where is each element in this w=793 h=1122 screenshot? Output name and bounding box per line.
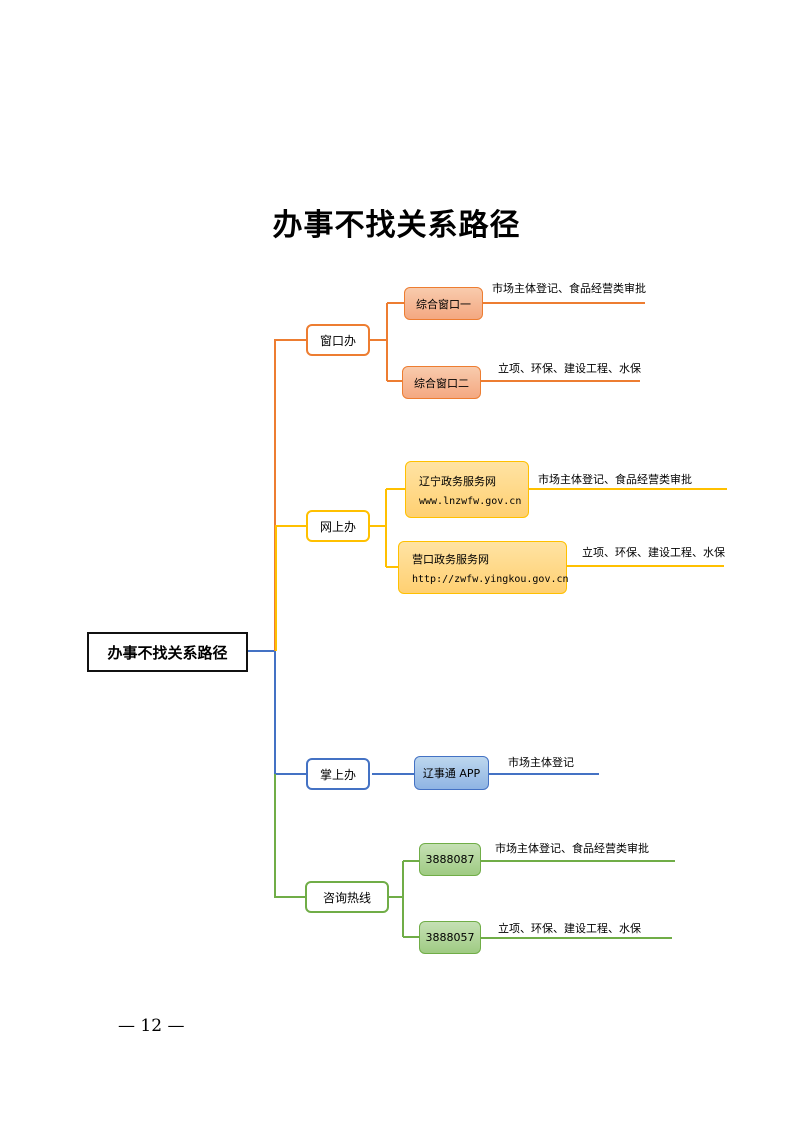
connector-online-split xyxy=(370,488,406,568)
online-node-1: 辽宁政务服务网 www.lnzwfw.gov.cn xyxy=(405,461,529,518)
hotline-node-1: 3888087 xyxy=(419,843,481,876)
branch-mobile-label: 掌上办 xyxy=(319,767,356,782)
connector-window-trunk xyxy=(274,339,306,651)
mobile-leaf-1: 市场主体登记 xyxy=(508,756,574,769)
branch-window: 窗口办 xyxy=(306,324,370,356)
connector-online-trunk xyxy=(275,525,306,651)
branch-hotline-label: 咨询热线 xyxy=(322,890,371,905)
page-number: — 12 — xyxy=(118,1016,185,1036)
window-node-1: 综合窗口一 xyxy=(404,287,483,320)
online-leaf-1: 市场主体登记、食品经营类审批 xyxy=(538,473,692,486)
branch-hotline: 咨询热线 xyxy=(305,881,389,913)
branch-online-label: 网上办 xyxy=(319,519,356,534)
window-leaf-2: 立项、环保、建设工程、水保 xyxy=(498,362,641,375)
online-node-2-label: 营口政务服务网 xyxy=(412,552,489,566)
connector-mobile-trunk xyxy=(274,651,306,775)
mobile-node-1: 辽事通 APP xyxy=(414,756,489,790)
online-node-1-label: 辽宁政务服务网 xyxy=(419,474,496,488)
branch-mobile: 掌上办 xyxy=(306,758,370,790)
window-node-1-label: 综合窗口一 xyxy=(416,297,471,311)
online-node-1-url: www.lnzwfw.gov.cn xyxy=(419,495,522,507)
connector-hotline-trunk xyxy=(274,774,306,898)
window-leaf-1: 市场主体登记、食品经营类审批 xyxy=(492,282,646,295)
hotline-node-2-label: 3888057 xyxy=(425,931,475,944)
root-node: 办事不找关系路径 xyxy=(87,632,248,672)
connector-hotline-split xyxy=(388,860,419,938)
hotline-node-1-label: 3888087 xyxy=(425,853,475,866)
connector-window-split xyxy=(370,302,405,382)
branch-window-label: 窗口办 xyxy=(319,333,356,348)
root-label: 办事不找关系路径 xyxy=(107,643,228,662)
hotline-leaf-2: 立项、环保、建设工程、水保 xyxy=(498,922,641,935)
page-title: 办事不找关系路径 xyxy=(272,208,521,243)
online-node-2: 营口政务服务网 http://zwfw.yingkou.gov.cn xyxy=(398,541,569,594)
online-node-2-url: http://zwfw.yingkou.gov.cn xyxy=(412,573,569,585)
mobile-node-1-label: 辽事通 APP xyxy=(422,767,481,780)
branch-online: 网上办 xyxy=(306,510,370,542)
hotline-leaf-1: 市场主体登记、食品经营类审批 xyxy=(495,842,649,855)
online-leaf-2: 立项、环保、建设工程、水保 xyxy=(582,546,725,559)
hotline-node-2: 3888057 xyxy=(419,921,481,954)
window-node-2-label: 综合窗口二 xyxy=(414,376,469,390)
window-node-2: 综合窗口二 xyxy=(402,366,481,399)
